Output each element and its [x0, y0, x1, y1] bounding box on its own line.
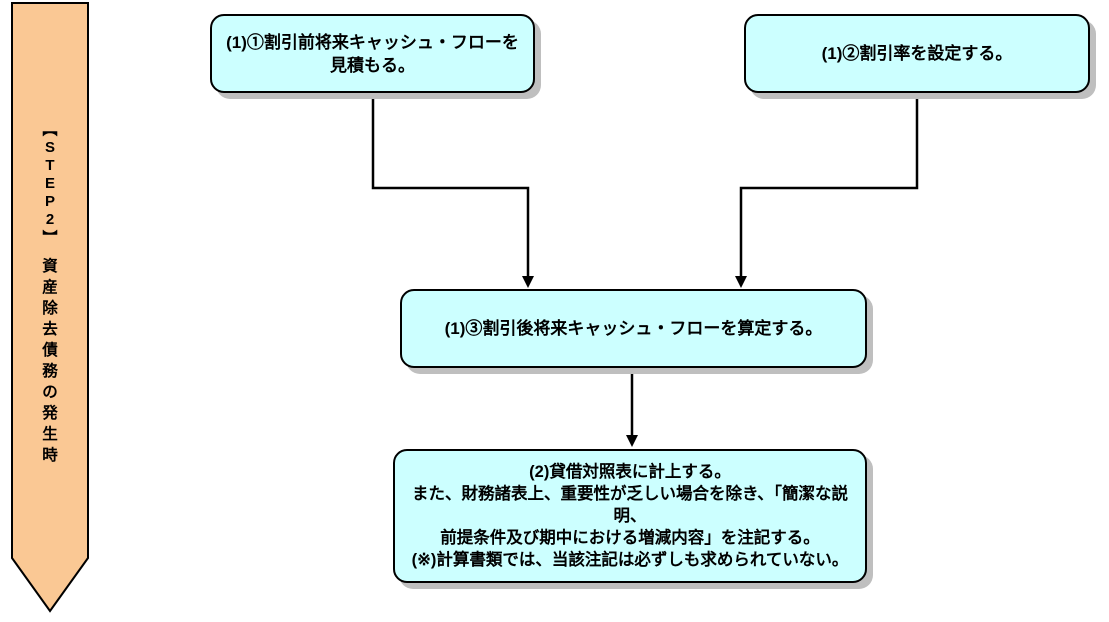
banner-char: P — [44, 192, 55, 210]
banner-char: 産 — [42, 278, 58, 296]
connector-box2-to-box3 — [735, 94, 919, 288]
arrowhead-icon — [626, 435, 638, 447]
banner-char: 生 — [42, 425, 58, 443]
banner-char: T — [45, 156, 55, 174]
arrowhead-icon — [522, 276, 534, 288]
banner-char: S — [44, 138, 55, 156]
flow-box-text: (1)①割引前将来キャッシュ・フローを 見積もる。 — [226, 32, 519, 75]
flow-box-text: (2)貸借対照表に計上する。 また、財務諸表上、重要性が乏しい場合を除き、「簡潔… — [411, 463, 849, 569]
flow-box-estimate-undiscounted-cashflow: (1)①割引前将来キャッシュ・フローを 見積もる。 — [210, 14, 535, 93]
connector-box3-to-box4 — [626, 369, 638, 447]
flow-box-record-on-balance-sheet: (2)貸借対照表に計上する。 また、財務諸表上、重要性が乏しい場合を除き、「簡潔… — [393, 449, 867, 583]
flow-box-text: (1)②割引率を設定する。 — [821, 44, 1013, 63]
flow-box-text: (1)③割引後将来キャッシュ・フローを算定する。 — [444, 319, 823, 338]
banner-char: の — [42, 383, 58, 401]
step-banner-shape — [11, 2, 89, 613]
banner-char: 債 — [42, 341, 58, 359]
banner-char: 【 — [41, 121, 59, 137]
connector-box1-to-box3 — [371, 94, 534, 288]
arrowhead-icon — [735, 276, 747, 288]
banner-char: 除 — [42, 299, 58, 317]
banner-char: 時 — [42, 446, 58, 464]
banner-char: E — [44, 174, 55, 192]
banner-char: 】 — [41, 229, 59, 245]
flow-box-set-discount-rate: (1)②割引率を設定する。 — [744, 14, 1090, 93]
banner-char: 2 — [45, 210, 55, 228]
banner-char: 発 — [42, 404, 58, 422]
banner-char: 務 — [42, 362, 58, 380]
banner-char: 資 — [42, 257, 58, 275]
banner-char: 去 — [42, 320, 58, 338]
flow-box-calc-discounted-cashflow: (1)③割引後将来キャッシュ・フローを算定する。 — [400, 289, 867, 368]
